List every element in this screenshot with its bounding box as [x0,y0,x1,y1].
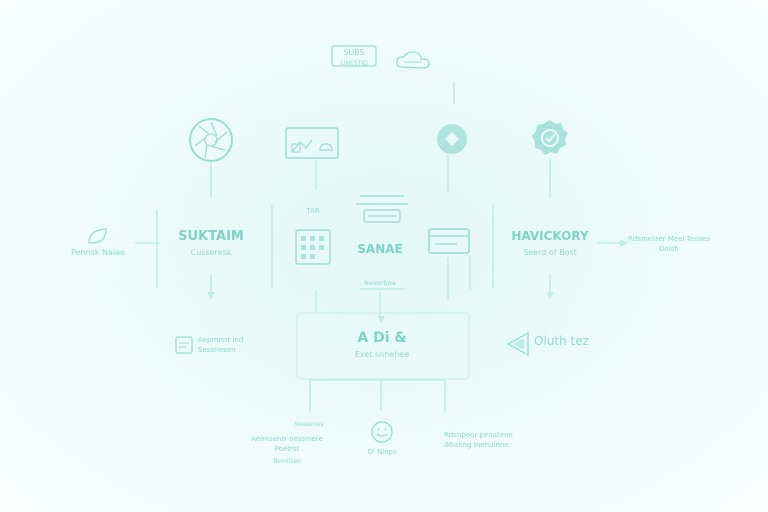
center-title: SANAE [357,242,403,256]
hub-title: A Di & [357,330,407,346]
image-frame-icon [285,127,339,159]
left-subtitle: Cusseresk [190,248,232,257]
service-node-icon [437,124,467,154]
bottom-left-top: Seaseries [294,421,324,428]
right-title: HAVICKORY [511,229,589,243]
card-panel-icon [428,228,470,254]
center-footnote: Naiesrbwa [364,280,396,287]
left-title: SUKTAIM [178,229,244,244]
aperture-icon [189,118,233,162]
row3-right-label: Oluth tez [534,334,589,348]
left-side-label: Pennsk Naiae [71,248,125,257]
top-logo-icon [331,45,377,67]
row3-left-label: Aeprnnnt ind Sessriesen [198,336,244,354]
bottom-left-sub: Bemilsen [273,458,301,465]
center-tag: TAR [306,207,320,215]
bottom-center-label: Ol Nieps [367,448,397,456]
oauth-shield-icon [506,331,529,357]
bottom-left-main: Aeonsentr oessinere Poetrst [251,435,323,453]
hub-subtitle: Exet snnehee [354,350,410,359]
right-subtitle: Seerd of Bost [523,248,577,257]
bottom-right-main: Rdsnpeor penatene iMianng Inenuinne [444,431,513,449]
calendar-grid-icon [295,229,331,265]
database-stack-icon [356,195,408,223]
top-logo-line1: SUBS [343,48,365,57]
document-box-icon [175,336,193,354]
top-logo-line2: LINESTIG [340,60,368,67]
leaf-icon [88,228,107,244]
cloud-icon [396,51,430,69]
right-side-label: Rdsmelaer Meel Tenses Dolsh [628,235,710,253]
badge-seal-icon [532,120,568,155]
smile-face-icon [371,421,393,443]
